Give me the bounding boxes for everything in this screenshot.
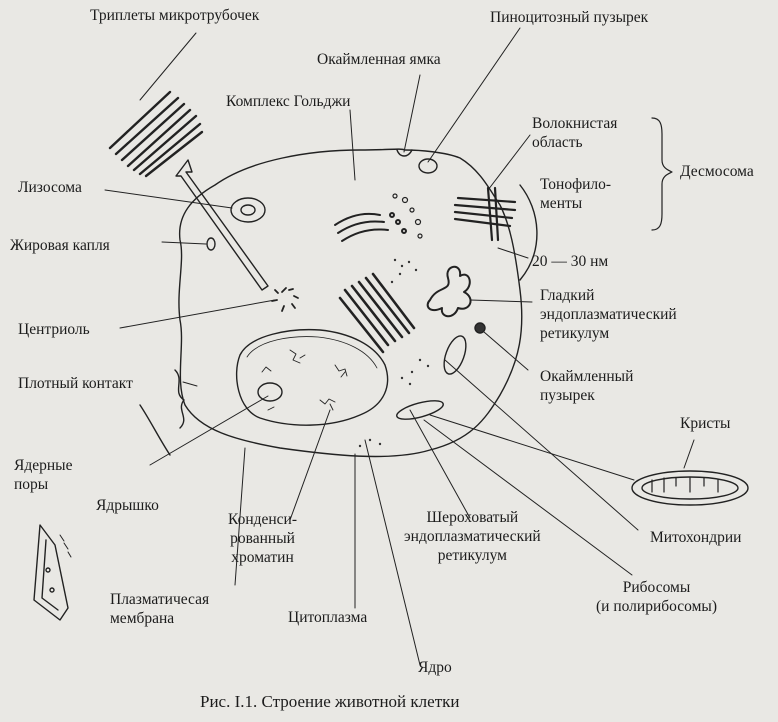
lysosome-shape xyxy=(230,197,266,223)
label-cristae: Кристы xyxy=(680,415,731,432)
rough-er-stacks xyxy=(338,272,416,354)
golgi-shape xyxy=(334,212,407,242)
label-nucleolus: Ядрышко xyxy=(96,497,159,514)
label-smooth-er: Гладкий эндоплазматический ретикулум xyxy=(540,287,677,342)
chromatin-patches xyxy=(261,349,348,411)
smooth-er-shape xyxy=(426,265,472,318)
nuclear-envelope-inner xyxy=(246,336,378,369)
label-lysosome: Лизосома xyxy=(18,179,82,196)
label-fibrous-area: Волокнистая область xyxy=(532,115,618,151)
label-centriole: Центриоль xyxy=(18,321,90,338)
label-desmosome: Десмосома xyxy=(680,163,754,180)
coated-vesicle-shape xyxy=(474,322,486,334)
figure-caption: Рис. I.1. Строение животной клетки xyxy=(200,692,460,711)
tight-junction-shape xyxy=(174,369,185,429)
microtubule-triplets xyxy=(108,90,204,178)
golgi-vesicles xyxy=(392,193,423,239)
label-tight-junction: Плотный контакт xyxy=(18,375,133,392)
label-tonofilaments: Тонофило- менты xyxy=(540,176,612,212)
label-lipid-drop: Жировая капля xyxy=(10,237,110,254)
leader-lines xyxy=(104,27,695,666)
magnify-arrow xyxy=(175,159,269,291)
nuclear-pores-detail xyxy=(33,524,72,621)
neighbor-membrane xyxy=(519,184,538,281)
label-mitochondria: Митохондрии xyxy=(650,529,742,546)
label-condensed-chromatin: Конденси- рованный хроматин xyxy=(228,511,298,566)
mitochondrion-inner-2 xyxy=(396,400,444,420)
label-coated-pit: Окаймленная ямка xyxy=(317,51,441,68)
nucleus-outline xyxy=(236,328,389,426)
label-coated-vesicle: Окаймленный пузырек xyxy=(540,368,634,404)
cristae-shape xyxy=(651,477,719,493)
label-rough-er: Шероховатый эндоплазматический ретикулум xyxy=(404,509,541,564)
label-ribosomes: Рибосомы (и полирибосомы) xyxy=(596,579,717,615)
label-nm: 20 — 30 нм xyxy=(532,253,609,270)
desmosome-shape xyxy=(453,186,517,242)
nucleolus-shape xyxy=(257,382,283,402)
mitochondrion-inner-1 xyxy=(443,335,467,375)
desmosome-brace xyxy=(651,117,673,231)
label-triplets: Триплеты микротрубочек xyxy=(90,7,260,24)
label-plasma-membrane: Плазматичесая мембрана xyxy=(110,591,210,627)
ribosome-dots xyxy=(358,258,430,448)
label-nucleus: Ядро xyxy=(418,659,452,676)
pinocytic-vesicle-shape xyxy=(418,158,438,174)
centriole-shape xyxy=(271,287,299,312)
mitochondrion-detail xyxy=(631,470,749,506)
label-cytoplasm: Цитоплазма xyxy=(288,609,368,626)
label-nuclear-pores: Ядерные поры xyxy=(14,457,73,493)
label-pinocytic-vesicle: Пиноцитозный пузырек xyxy=(490,9,649,26)
lipid-droplet-shape xyxy=(206,237,216,251)
plasma-membrane-outline xyxy=(178,148,523,458)
coated-pit-shape xyxy=(396,149,413,157)
label-golgi: Комплекс Гольджи xyxy=(226,93,351,110)
